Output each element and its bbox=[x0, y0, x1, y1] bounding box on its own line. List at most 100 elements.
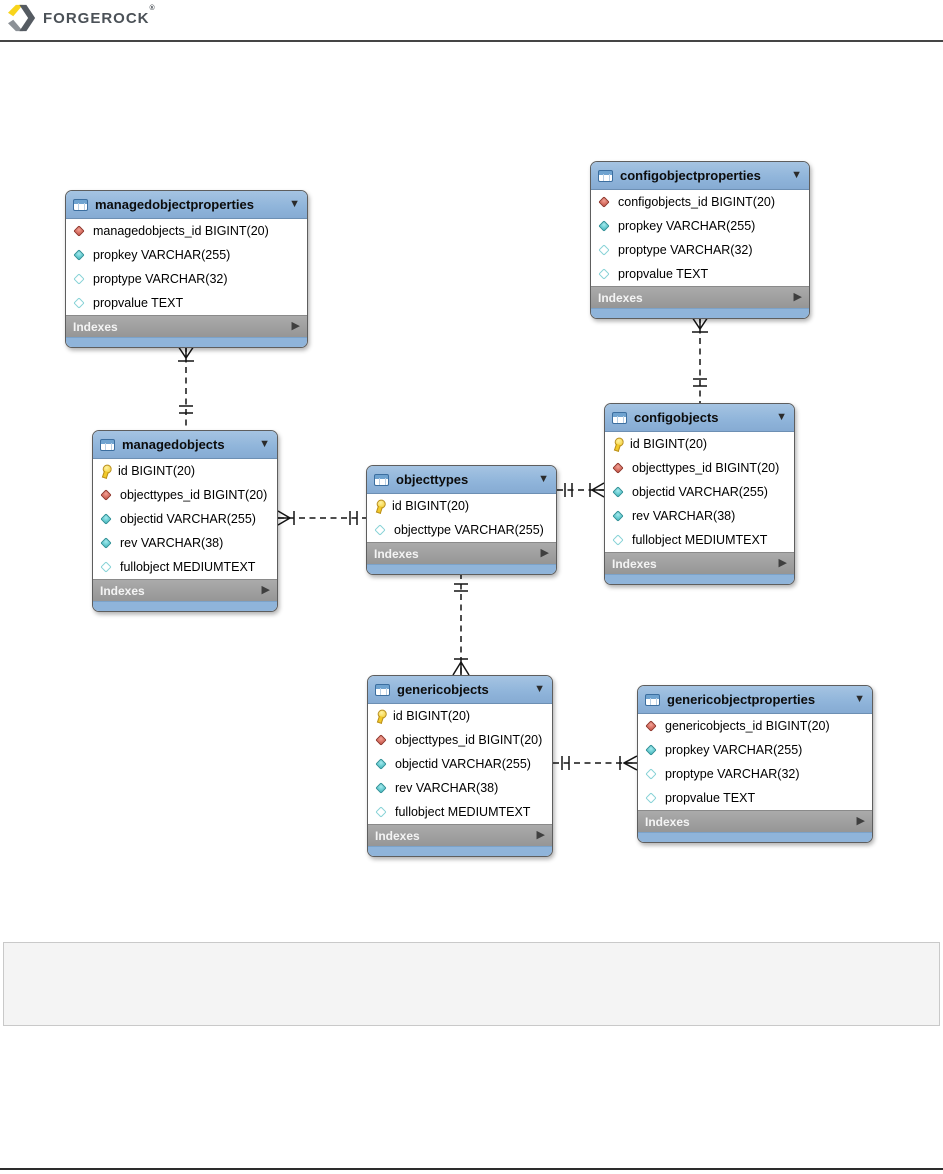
table-icon bbox=[612, 411, 627, 424]
rel-managedobjectproperties-managedobjects bbox=[177, 345, 195, 430]
collapse-arrow-icon: ▼ bbox=[538, 473, 549, 485]
column-text: id BIGINT(20) bbox=[118, 464, 196, 478]
collapse-arrow-icon: ▼ bbox=[776, 411, 787, 423]
column-row: rev VARCHAR(38) bbox=[93, 531, 277, 555]
table-header: managedobjects ▼ bbox=[93, 431, 277, 459]
attr-diamond-icon bbox=[100, 513, 112, 525]
attr-diamond-outline-icon bbox=[73, 273, 85, 285]
column-row: id BIGINT(20) bbox=[367, 494, 556, 518]
er-table-objecttypes: objecttypes ▼ id BIGINT(20)objecttype VA… bbox=[366, 465, 557, 575]
column-text: rev VARCHAR(38) bbox=[120, 536, 224, 550]
attr-diamond-icon bbox=[375, 758, 387, 770]
collapse-arrow-icon: ▼ bbox=[259, 438, 270, 450]
table-footer-strip bbox=[368, 846, 552, 856]
table-name: genericobjectproperties bbox=[667, 692, 816, 707]
attr-diamond-icon bbox=[100, 537, 112, 549]
collapse-arrow-icon: ▼ bbox=[791, 169, 802, 181]
column-text: managedobjects_id BIGINT(20) bbox=[93, 224, 269, 238]
column-row: propkey VARCHAR(255) bbox=[638, 738, 872, 762]
indexes-row: Indexes ▶ bbox=[367, 542, 556, 564]
table-header: genericobjectproperties ▼ bbox=[638, 686, 872, 714]
brand-logo: FORGEROCK® bbox=[8, 4, 156, 32]
column-text: rev VARCHAR(38) bbox=[395, 781, 499, 795]
collapse-arrow-icon: ▼ bbox=[534, 683, 545, 695]
code-block bbox=[3, 942, 940, 1026]
attr-diamond-outline-icon bbox=[375, 806, 387, 818]
column-text: propkey VARCHAR(255) bbox=[665, 743, 803, 757]
er-table-genericobjects: genericobjects ▼ id BIGINT(20)objecttype… bbox=[367, 675, 553, 857]
column-text: objectid VARCHAR(255) bbox=[120, 512, 256, 526]
column-row: propvalue TEXT bbox=[638, 786, 872, 810]
attr-diamond-outline-icon bbox=[374, 524, 386, 536]
column-text: configobjects_id BIGINT(20) bbox=[618, 195, 776, 209]
column-text: propvalue TEXT bbox=[93, 296, 184, 310]
column-text: proptype VARCHAR(32) bbox=[665, 767, 800, 781]
expand-arrow-icon: ▶ bbox=[856, 815, 865, 827]
column-text: id BIGINT(20) bbox=[630, 437, 708, 451]
rel-managedobjects-objecttypes bbox=[277, 510, 366, 526]
table-footer-strip bbox=[605, 574, 794, 584]
column-row: propkey VARCHAR(255) bbox=[66, 243, 307, 267]
column-row: fullobject MEDIUMTEXT bbox=[368, 800, 552, 824]
table-header: genericobjects ▼ bbox=[368, 676, 552, 704]
indexes-label: Indexes bbox=[73, 319, 118, 334]
table-name: objecttypes bbox=[396, 472, 469, 487]
table-name: managedobjects bbox=[122, 437, 225, 452]
indexes-row: Indexes ▶ bbox=[93, 579, 277, 601]
collapse-arrow-icon: ▼ bbox=[289, 198, 300, 210]
attr-diamond-icon bbox=[645, 744, 657, 756]
attr-diamond-outline-icon bbox=[598, 244, 610, 256]
column-row: configobjects_id BIGINT(20) bbox=[591, 190, 809, 214]
column-row: objecttypes_id BIGINT(20) bbox=[605, 456, 794, 480]
key-icon bbox=[371, 497, 387, 514]
column-row: objecttypes_id BIGINT(20) bbox=[93, 483, 277, 507]
table-icon bbox=[598, 169, 613, 182]
column-row: propvalue TEXT bbox=[66, 291, 307, 315]
table-footer-strip bbox=[367, 564, 556, 574]
column-text: objecttypes_id BIGINT(20) bbox=[120, 488, 268, 502]
er-table-configobjectproperties: configobjectproperties ▼ configobjects_i… bbox=[590, 161, 810, 319]
column-text: propkey VARCHAR(255) bbox=[93, 248, 231, 262]
column-row: proptype VARCHAR(32) bbox=[66, 267, 307, 291]
attr-diamond-icon bbox=[73, 249, 85, 261]
column-row: proptype VARCHAR(32) bbox=[638, 762, 872, 786]
column-text: objectid VARCHAR(255) bbox=[395, 757, 531, 771]
column-row: id BIGINT(20) bbox=[93, 459, 277, 483]
attr-diamond-icon bbox=[612, 486, 624, 498]
indexes-row: Indexes ▶ bbox=[638, 810, 872, 832]
table-footer-strip bbox=[591, 308, 809, 318]
er-table-genericobjectproperties: genericobjectproperties ▼ genericobjects… bbox=[637, 685, 873, 843]
fk-diamond-icon bbox=[645, 720, 657, 732]
indexes-row: Indexes ▶ bbox=[591, 286, 809, 308]
column-row: objecttypes_id BIGINT(20) bbox=[368, 728, 552, 752]
column-text: propkey VARCHAR(255) bbox=[618, 219, 756, 233]
fk-diamond-icon bbox=[598, 196, 610, 208]
attr-diamond-outline-icon bbox=[73, 297, 85, 309]
attr-diamond-outline-icon bbox=[612, 534, 624, 546]
column-row: managedobjects_id BIGINT(20) bbox=[66, 219, 307, 243]
column-row: objectid VARCHAR(255) bbox=[93, 507, 277, 531]
column-text: objecttypes_id BIGINT(20) bbox=[395, 733, 543, 747]
indexes-row: Indexes ▶ bbox=[605, 552, 794, 574]
table-name: configobjectproperties bbox=[620, 168, 761, 183]
table-icon bbox=[375, 683, 390, 696]
indexes-row: Indexes ▶ bbox=[368, 824, 552, 846]
column-text: objectid VARCHAR(255) bbox=[632, 485, 768, 499]
expand-arrow-icon: ▶ bbox=[536, 829, 545, 841]
expand-arrow-icon: ▶ bbox=[291, 320, 300, 332]
fk-diamond-icon bbox=[100, 489, 112, 501]
column-text: fullobject MEDIUMTEXT bbox=[632, 533, 768, 547]
table-header: configobjectproperties ▼ bbox=[591, 162, 809, 190]
column-row: rev VARCHAR(38) bbox=[368, 776, 552, 800]
column-text: objecttypes_id BIGINT(20) bbox=[632, 461, 780, 475]
column-text: proptype VARCHAR(32) bbox=[618, 243, 753, 257]
expand-arrow-icon: ▶ bbox=[261, 584, 270, 596]
table-header: objecttypes ▼ bbox=[367, 466, 556, 494]
column-text: genericobjects_id BIGINT(20) bbox=[665, 719, 830, 733]
column-row: objectid VARCHAR(255) bbox=[368, 752, 552, 776]
expand-arrow-icon: ▶ bbox=[540, 547, 549, 559]
indexes-label: Indexes bbox=[645, 814, 690, 829]
column-row: rev VARCHAR(38) bbox=[605, 504, 794, 528]
table-header: managedobjectproperties ▼ bbox=[66, 191, 307, 219]
indexes-row: Indexes ▶ bbox=[66, 315, 307, 337]
